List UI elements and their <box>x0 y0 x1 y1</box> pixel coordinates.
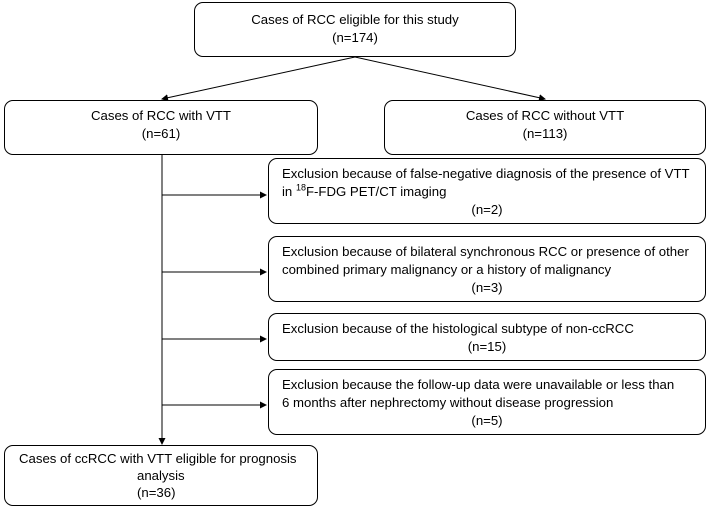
without-vtt-count: (n=113) <box>522 126 568 141</box>
arrow-eligible-to-with-vtt <box>161 56 356 102</box>
excl-followup-count: (n=5) <box>471 413 503 428</box>
with-vtt-title: Cases of RCC with VTT <box>91 108 231 123</box>
excl-false-negative-line1: Exclusion because of false-negative diag… <box>282 166 690 181</box>
box-excl-false-negative: Exclusion because of false-negative diag… <box>268 158 706 224</box>
arrow-eligible-to-without-vtt <box>354 56 546 102</box>
excl-bilateral-line1: Exclusion because of bilateral synchrono… <box>282 244 689 259</box>
final-line2: analysis <box>137 468 185 483</box>
excl-followup-line1: Exclusion because the follow-up data wer… <box>282 377 675 392</box>
excl-false-negative-isotope: 18 <box>295 182 306 193</box>
without-vtt-title: Cases of RCC without VTT <box>465 108 625 123</box>
box-excl-bilateral: Exclusion because of bilateral synchrono… <box>268 236 706 302</box>
excl-false-negative-line2-pre: in <box>282 184 296 199</box>
box-eligible: Cases of RCC eligible for this study (n=… <box>194 2 516 57</box>
final-line1: Cases of ccRCC with VTT eligible for pro… <box>19 451 297 466</box>
excl-false-negative-count: (n=2) <box>471 202 503 217</box>
box-excl-histology: Exclusion because of the histological su… <box>268 313 706 361</box>
with-vtt-count: (n=61) <box>141 126 181 141</box>
excl-bilateral-line2: combined primary malignancy or a history… <box>282 262 612 277</box>
box-excl-followup: Exclusion because the follow-up data wer… <box>268 369 706 435</box>
eligible-count: (n=174) <box>332 30 378 45</box>
box-without-vtt: Cases of RCC without VTT (n=113) <box>384 100 706 155</box>
excl-followup-line2: 6 months after nephrectomy without disea… <box>282 395 614 410</box>
excl-bilateral-count: (n=3) <box>471 280 503 295</box>
excl-false-negative-line2: in 18F-FDG PET/CT imaging <box>282 183 705 201</box>
box-with-vtt: Cases of RCC with VTT (n=61) <box>4 100 318 155</box>
box-final: Cases of ccRCC with VTT eligible for pro… <box>4 445 318 506</box>
excl-histology-count: (n=15) <box>467 339 507 354</box>
excl-histology-line1: Exclusion because of the histological su… <box>282 321 634 336</box>
excl-false-negative-line2-post: F-FDG PET/CT imaging <box>305 184 447 199</box>
final-count: (n=36) <box>137 485 176 500</box>
eligible-title: Cases of RCC eligible for this study <box>251 12 459 27</box>
